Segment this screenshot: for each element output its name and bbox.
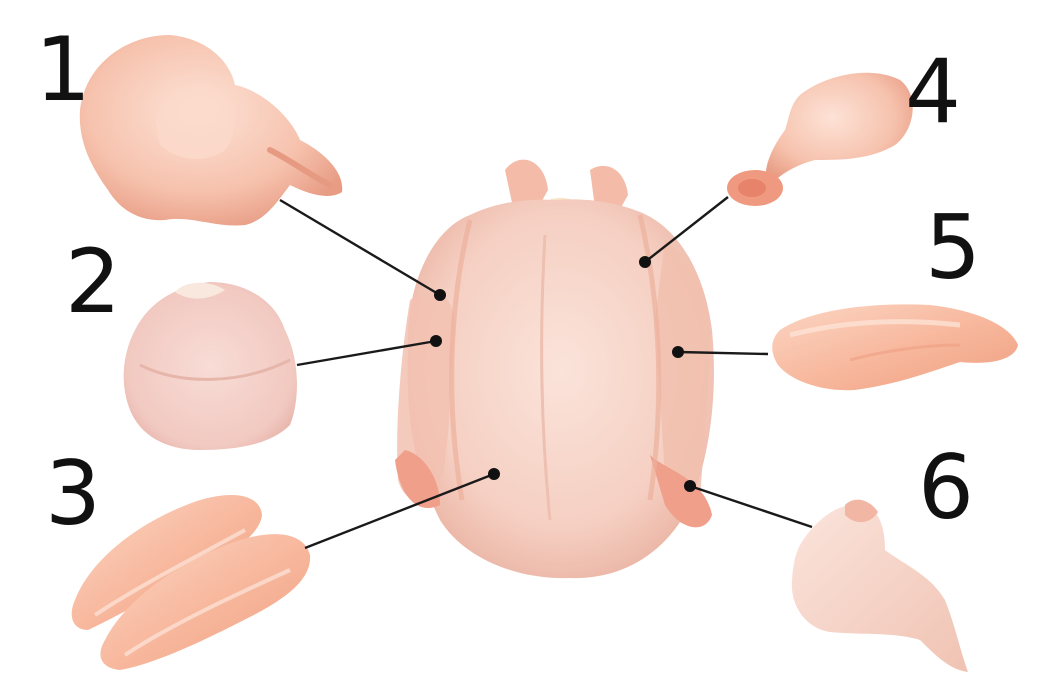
- part-1-leg-quarter-image: [80, 35, 342, 225]
- label-4: 4: [905, 40, 961, 143]
- part-5-breast-fillet-image: [772, 304, 1018, 390]
- label-1: 1: [35, 18, 91, 121]
- part-3-breast-fillets-image: [72, 495, 310, 670]
- whole-chicken-illustration: [395, 160, 714, 579]
- label-5: 5: [925, 196, 981, 299]
- part-4-drumstick-image: [727, 73, 913, 206]
- dot-3: [488, 468, 500, 480]
- part-2-thigh-image: [124, 282, 297, 450]
- dot-4: [639, 256, 651, 268]
- dot-5: [672, 346, 684, 358]
- label-6: 6: [918, 436, 974, 539]
- label-2: 2: [65, 230, 121, 333]
- label-3: 3: [45, 442, 101, 545]
- dot-2: [430, 335, 442, 347]
- dot-6: [684, 480, 696, 492]
- leader-line-1: [280, 200, 440, 295]
- dot-1: [434, 289, 446, 301]
